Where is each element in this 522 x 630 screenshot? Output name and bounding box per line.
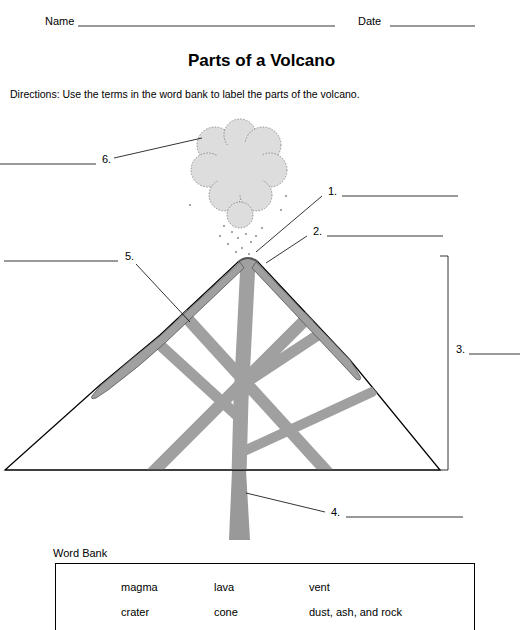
ground-line: [5, 469, 440, 470]
directions-text: Directions: Use the terms in the word ba…: [10, 88, 360, 101]
word-bank-term: crater: [121, 606, 149, 619]
field-label: Name: [45, 15, 74, 28]
lava-flow: [252, 262, 361, 380]
answer-blanks: [0, 164, 520, 517]
magma-chamber: [229, 470, 250, 540]
blank-line: [78, 26, 335, 27]
word-bank-heading: Word Bank: [53, 547, 107, 560]
ash-particles: [189, 195, 287, 255]
callout-number: 6.: [102, 153, 111, 166]
leader-lines: [114, 138, 448, 512]
word-bank-box: Word Bankmagmalavaventcraterconedust, as…: [55, 563, 475, 630]
magma-channels: [150, 262, 372, 475]
word-bank-term: lava: [214, 581, 234, 594]
ash-cloud: [191, 119, 287, 228]
lava-flow: [92, 262, 245, 399]
word-bank-term: magma: [121, 581, 158, 594]
callout-number: 2.: [313, 225, 322, 238]
word-bank-term: cone: [214, 606, 238, 619]
worksheet-title: Parts of a Volcano: [188, 51, 335, 71]
callout-number: 5.: [125, 250, 134, 263]
callout-number: 1.: [328, 185, 337, 198]
callout-number: 4.: [331, 506, 340, 519]
crater-rim: [238, 258, 258, 262]
field-label: Date: [358, 15, 381, 28]
word-bank-term: dust, ash, and rock: [309, 606, 402, 619]
word-bank-term: vent: [309, 581, 330, 594]
blank-line: [390, 26, 475, 27]
callout-number: 3.: [456, 343, 465, 356]
